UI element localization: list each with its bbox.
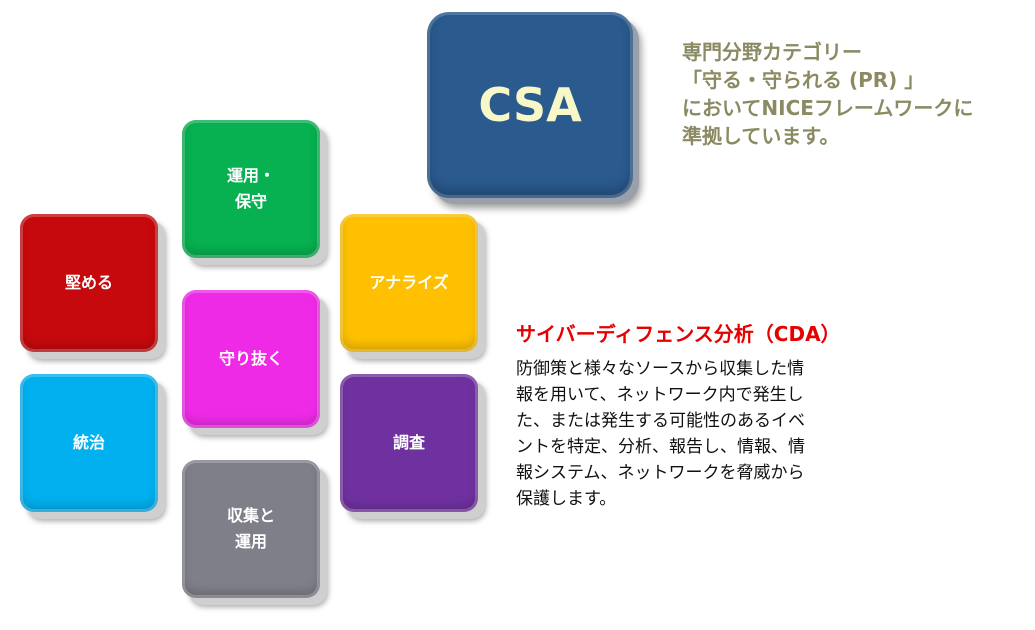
tile-protect-defend: 守り抜く [182, 290, 320, 428]
cda-description-line: た、または発生する可能性のあるイベ [516, 411, 805, 431]
csa-tile: CSA [427, 12, 633, 198]
csa-description: 専門分野カテゴリー 「守る・守られる (PR) 」 においてNICEフレームワー… [682, 38, 1032, 150]
tile-analyze: アナライズ [340, 214, 478, 352]
tile-label: 堅める [64, 273, 113, 292]
cda-description: 防御策と様々なソースから収集した情 報を用いて、ネットワーク内で発生し た、また… [516, 356, 805, 512]
tile-investigate: 調査 [340, 374, 478, 512]
csa-description-line: においてNICEフレームワークに [682, 96, 974, 120]
tile-operate-maintain: 運用・ 保守 [182, 120, 320, 258]
tile-label: 運用・ 保守 [226, 166, 275, 211]
csa-description-line: 専門分野カテゴリー [682, 40, 862, 64]
cda-description-line: 保護します。 [516, 489, 617, 509]
cda-description-line: 報を用いて、ネットワーク内で発生し [516, 385, 804, 405]
csa-description-line: 準拠しています。 [682, 124, 840, 148]
tile-label: 収集と 運用 [226, 506, 275, 551]
csa-description-line: 「守る・守られる (PR) 」 [682, 68, 925, 92]
tile-label: 守り抜く [218, 349, 283, 368]
tile-oversee-govern: 統治 [20, 374, 158, 512]
tile-collect-operate: 収集と 運用 [182, 460, 320, 598]
tile-label: 統治 [72, 433, 105, 452]
cda-description-line: 防御策と様々なソースから収集した情 [516, 359, 805, 379]
cda-description-line: 報システム、ネットワークを脅威から [516, 463, 805, 483]
cda-title: サイバーディフェンス分析（CDA） [516, 322, 841, 346]
tile-label: 調査 [392, 433, 425, 452]
tile-securely-provision: 堅める [20, 214, 158, 352]
csa-label: CSA [478, 78, 582, 132]
cda-description-line: ントを特定、分析、報告し、情報、情 [516, 437, 805, 457]
tile-label: アナライズ [369, 273, 449, 292]
